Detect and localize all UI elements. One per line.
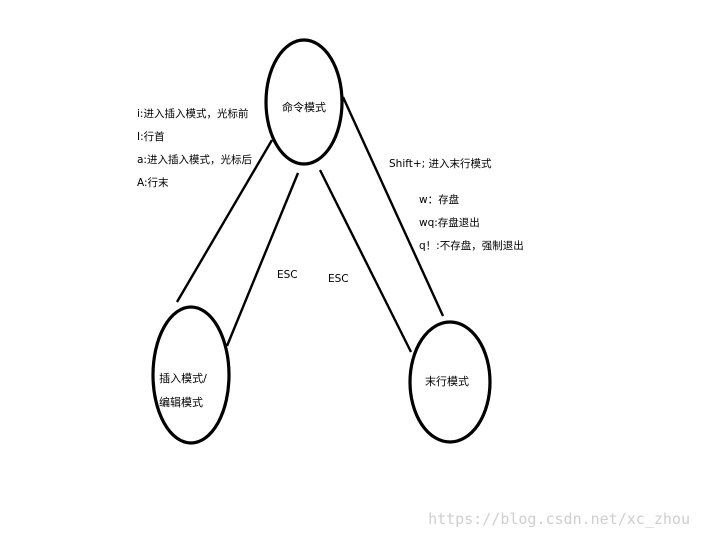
edge-line-command-to-lastline-inner (318, 169, 413, 353)
lastline-entry-note: Shift+; 进入末行模式 (389, 157, 492, 170)
command-mode-circle (264, 38, 344, 166)
edge-label-insert-esc: ESC (277, 269, 298, 281)
lastline-command-line: wq:存盘退出 (419, 216, 480, 229)
watermark-text: https://blog.csdn.net/xc_zhou (428, 510, 690, 528)
edge-line-insert-to-command-inner (225, 172, 300, 347)
insert-mode-label-line2: 编辑模式 (159, 395, 203, 409)
edge-line-command-to-lastline-outer (341, 96, 445, 317)
lastline-command-line: w：存盘 (419, 193, 460, 206)
edge-line-insert-to-command-outer (175, 139, 274, 303)
insert-key-line: I:行首 (137, 130, 165, 143)
insert-mode-node: 插入模式/ 编辑模式 (151, 305, 231, 445)
insert-mode-label-line1: 插入模式/ (159, 371, 207, 385)
insert-key-line: A:行末 (137, 176, 169, 189)
insert-key-line: a:进入插入模式，光标后 (137, 153, 252, 166)
insert-key-line: i:进入插入模式，光标前 (137, 107, 248, 120)
lastline-mode-circle (408, 320, 492, 444)
insert-keys-note: i:进入插入模式，光标前 I:行首 a:进入插入模式，光标后 A:行末 (137, 107, 252, 189)
lastline-command-line: q！:不存盘，强制退出 (419, 239, 524, 252)
lastline-mode-label: 末行模式 (425, 374, 469, 388)
insert-mode-circle (151, 305, 231, 445)
command-mode-node: 命令模式 (264, 38, 344, 166)
command-mode-label: 命令模式 (282, 100, 326, 114)
edge-label-lastline-esc: ESC (328, 273, 349, 285)
lastline-commands-note: w：存盘 wq:存盘退出 q！:不存盘，强制退出 (419, 193, 524, 252)
lastline-mode-node: 末行模式 (408, 320, 492, 444)
